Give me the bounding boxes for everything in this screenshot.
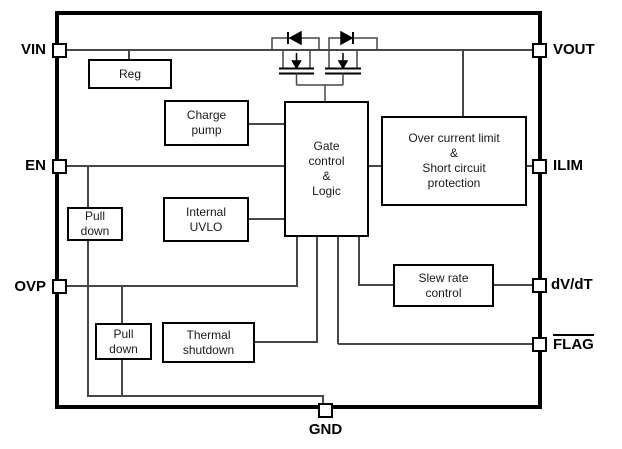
block-pull-down-ovp: Pull down xyxy=(95,323,152,360)
wire-ovp-pulldown2 xyxy=(121,286,123,323)
pin-ovp xyxy=(52,279,67,294)
pin-label-vin: VIN xyxy=(20,41,46,58)
wire-gate-flag-drop xyxy=(337,237,339,344)
block-charge-pump-label: Charge pump xyxy=(186,108,227,137)
wire-gate-ovp-drop xyxy=(296,237,298,287)
wire-flag xyxy=(338,343,534,345)
block-thermal-label: Thermal shutdown xyxy=(182,327,235,357)
wire-slew-dvdt xyxy=(494,284,534,286)
block-pull-down-en-label: Pull down xyxy=(80,209,110,238)
pin-label-dvdt: dV/dT xyxy=(551,276,593,293)
pin-label-flag: FLAG xyxy=(553,334,594,353)
block-reg-label: Reg xyxy=(118,66,141,81)
block-over-current-label: Over current limit & Short circuit prote… xyxy=(408,131,500,190)
wire-vout-oc xyxy=(462,50,464,116)
wire-vin-reg xyxy=(128,50,130,59)
block-slew-rate-label: Slew rate control xyxy=(418,270,469,300)
wire-en xyxy=(65,165,284,167)
wire-gnd-stub xyxy=(322,395,324,404)
block-over-current-limit: Over current limit & Short circuit prote… xyxy=(381,116,527,206)
pin-ilim xyxy=(532,159,547,174)
pin-label-vout: VOUT xyxy=(553,41,595,58)
block-reg: Reg xyxy=(88,59,172,89)
block-internal-uvlo: Internal UVLO xyxy=(163,197,249,242)
wire-gate-slew-drop xyxy=(358,237,360,286)
pin-label-ovp: OVP xyxy=(14,278,46,295)
wire-pulldown2-gnd xyxy=(121,359,123,397)
wire-oc-ilim xyxy=(527,165,534,167)
block-pull-down-en: Pull down xyxy=(67,207,123,241)
block-slew-rate-control: Slew rate control xyxy=(393,264,494,307)
wire-gate-thermal-drop xyxy=(316,237,318,343)
block-gate-control-label: Gate control & Logic xyxy=(308,139,345,198)
pin-flag xyxy=(532,337,547,352)
wire-pulldown1-gnd xyxy=(87,241,89,397)
wire-uvlo-gate xyxy=(249,218,284,220)
block-uvlo-label: Internal UVLO xyxy=(185,204,227,234)
body-diode-icon xyxy=(271,30,320,50)
pin-vin xyxy=(52,43,67,58)
body-diode-icon xyxy=(328,30,378,50)
block-charge-pump: Charge pump xyxy=(164,100,249,146)
mosfet-icon xyxy=(279,50,314,85)
block-gate-control-logic: Gate control & Logic xyxy=(284,101,369,237)
pass-fet-icon xyxy=(271,30,378,102)
wire-ovp xyxy=(65,285,298,287)
pin-en xyxy=(52,159,67,174)
pin-label-en: EN xyxy=(25,157,46,174)
wire-gate-slew xyxy=(359,284,393,286)
pin-gnd xyxy=(318,403,333,418)
pin-label-gnd: GND xyxy=(308,421,343,438)
ic-boundary xyxy=(55,11,542,409)
mosfet-icon xyxy=(325,50,361,85)
wire-vin-vout xyxy=(67,49,534,51)
flag-overline: FLAG xyxy=(553,334,594,353)
wire-gate-oc xyxy=(369,165,381,167)
wire-chargepump-gate xyxy=(248,123,284,125)
pin-dvdt xyxy=(532,278,547,293)
gate-bus xyxy=(296,84,343,102)
pin-vout xyxy=(532,43,547,58)
wire-en-pulldown xyxy=(87,166,89,207)
wire-thermal xyxy=(255,341,318,343)
block-thermal-shutdown: Thermal shutdown xyxy=(162,322,255,363)
block-pull-down-ovp-label: Pull down xyxy=(109,326,138,356)
pin-label-ilim: ILIM xyxy=(553,157,583,174)
wire-ground-bus xyxy=(88,395,324,397)
